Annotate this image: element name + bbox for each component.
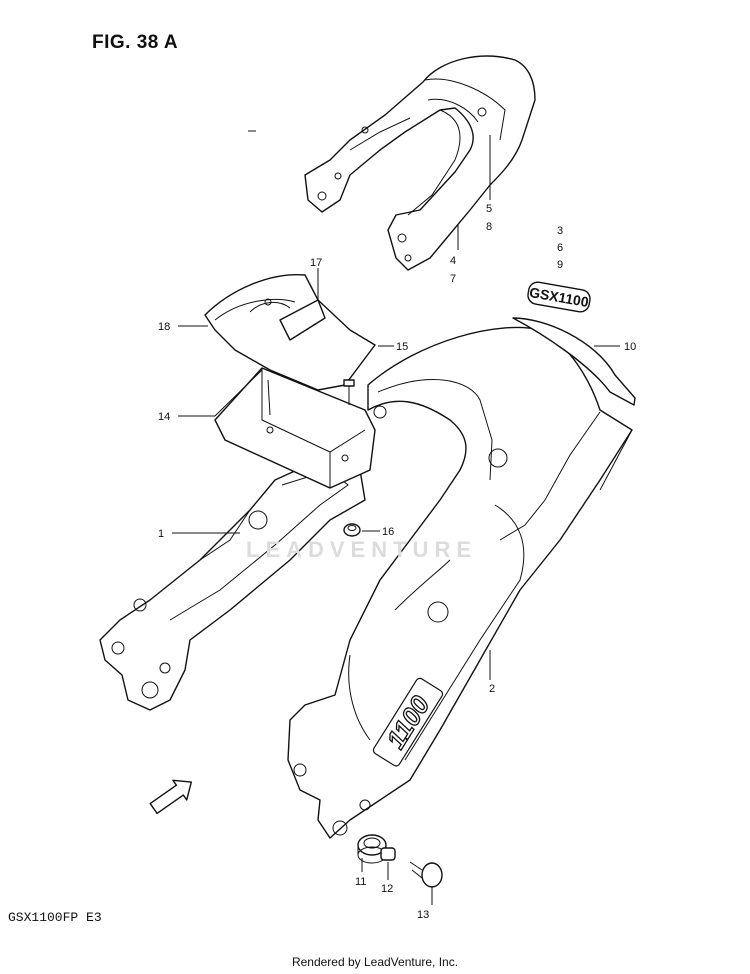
rear-frame bbox=[99, 454, 366, 711]
collar-12 bbox=[380, 847, 396, 861]
callout-17: 17 bbox=[310, 257, 322, 269]
trim-strip bbox=[512, 317, 636, 406]
tool-bag bbox=[204, 273, 376, 391]
emblem: GSX1100 bbox=[527, 281, 591, 313]
callout-18: 18 bbox=[158, 321, 170, 333]
callout-12: 12 bbox=[381, 883, 393, 895]
callout-13: 13 bbox=[417, 909, 429, 921]
callout-7: 7 bbox=[450, 273, 456, 285]
callout-8: 8 bbox=[486, 221, 492, 233]
callout-11: 11 bbox=[355, 876, 366, 888]
callout-4: 4 bbox=[450, 255, 456, 267]
callout-2: 2 bbox=[489, 683, 495, 695]
callout-16: 16 bbox=[382, 526, 394, 538]
screw-15 bbox=[343, 379, 355, 405]
upper-tail-cowl bbox=[304, 55, 536, 271]
figure-title: FIG. 38 A bbox=[92, 32, 179, 53]
callout-1: 1 bbox=[158, 528, 164, 540]
grommet-16 bbox=[343, 523, 361, 537]
callout-3: 3 bbox=[557, 225, 563, 237]
callout-9: 9 bbox=[557, 259, 563, 271]
callout-6: 6 bbox=[557, 242, 563, 254]
callout-10: 10 bbox=[624, 341, 636, 353]
main-tail-cover: 1100 bbox=[287, 326, 633, 839]
leader-lines bbox=[172, 130, 620, 905]
callout-15: 15 bbox=[396, 341, 408, 353]
callout-5: 5 bbox=[486, 203, 492, 215]
callouts: 1 2 3 4 5 6 7 8 9 10 11 12 13 14 15 16 1… bbox=[158, 203, 636, 921]
bolt-13 bbox=[409, 861, 443, 888]
rendered-by-footer: Rendered by LeadVenture, Inc. bbox=[291, 955, 459, 969]
watermark: LEADVENTURE bbox=[246, 537, 478, 562]
callout-14: 14 bbox=[158, 411, 170, 423]
fwd-arrow: FWD bbox=[149, 779, 192, 815]
model-code: GSX1100FP E3 bbox=[8, 910, 102, 925]
storage-tray bbox=[214, 367, 376, 489]
